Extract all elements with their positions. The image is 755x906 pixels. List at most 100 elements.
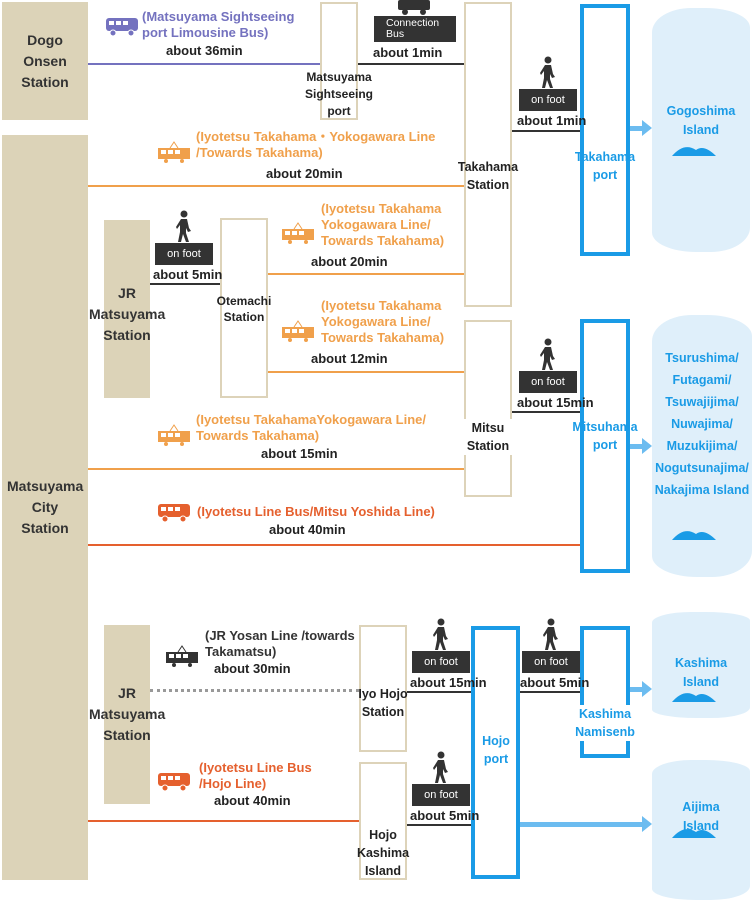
island-label: Kashima Island (674, 656, 728, 689)
takahama-station-label: Takahama Station (457, 160, 519, 192)
hojo-kashima-island-station (359, 762, 407, 880)
mitsuhama-port (580, 319, 630, 573)
bus-hojo-time: about 40min (214, 793, 291, 808)
takahama-station (464, 2, 512, 307)
island-icon (672, 693, 716, 702)
iyo-hojo-station (359, 625, 407, 752)
matsuyama-sightseeing-port-label: Matsuyama Sightseeing port (304, 70, 373, 118)
island-icon (672, 531, 716, 540)
arrow-right-icon (520, 816, 652, 832)
hojo-kashima-island-label: Hojo Kashima Island (356, 828, 410, 878)
iyotetsu-line-4 (88, 468, 464, 470)
walk-line-iyohojo (407, 691, 472, 693)
walk-line-jr (150, 283, 220, 285)
walking-person-icon (540, 338, 555, 370)
dogo-onsen-station: Dogo Onsen Station (2, 2, 88, 120)
walk-line-hojokashima (407, 824, 472, 826)
connection-bus-label: Connection Bus (386, 17, 440, 40)
on-foot-badge: on foot (519, 89, 577, 111)
iyotetsu-route-2-time: about 20min (311, 254, 388, 269)
tram-icon (282, 222, 314, 244)
hojo-port (471, 626, 520, 879)
walking-person-icon (176, 210, 191, 242)
bus-mitsu-route-name: (Iyotetsu Line Bus/Mitsu Yoshida Line) (197, 504, 435, 519)
walk-time-jr_otemachi: about 5min (153, 267, 223, 282)
arrow-right-icon (630, 120, 652, 136)
takahama-port-label: Takahama port (574, 150, 636, 182)
iyotetsu-route-1-name: (Iyotetsu Takahama・Yokogawara Line /Towa… (196, 129, 436, 160)
limousine-time: about 36min (166, 43, 243, 58)
tram-icon (158, 141, 190, 163)
arrow-right-icon (630, 438, 652, 454)
mitsu-station-label: Mitsu Station (460, 419, 516, 455)
gogoshima-island: Gogoshima Island (652, 8, 750, 252)
connection-bus-badge: Connection Bus (374, 16, 456, 42)
otemachi-station-label: Otemachi Station (216, 294, 272, 324)
tram-icon (282, 320, 314, 342)
walk-line-takahama (512, 130, 582, 132)
bus-mitsu-line (88, 544, 582, 546)
bus-icon (398, 0, 430, 15)
walk-time-mitsu: about 15min (517, 395, 594, 410)
iyotetsu-line-2 (268, 273, 464, 275)
iyotetsu-route-4-time: about 15min (261, 446, 338, 461)
aijima-island: Aijima Island (652, 760, 750, 900)
iyo-hojo-station-label: Iyo Hojo Station (358, 687, 408, 719)
station-label: Dogo Onsen Station (21, 31, 69, 90)
iyotetsu-route-3-time: about 12min (311, 351, 388, 366)
iyotetsu-route-2-name: (Iyotetsu Takahama Yokogawara Line/ Towa… (321, 201, 445, 248)
connection-time: about 1min (373, 45, 443, 60)
on-foot-badge: on foot (522, 651, 580, 673)
on-foot-badge: on foot (155, 243, 213, 265)
walking-person-icon (433, 618, 448, 650)
on-foot-badge: on foot (519, 371, 577, 393)
island-label: Gogoshima Island (666, 104, 736, 137)
on-foot-badge: on foot (412, 651, 470, 673)
island-label: Tsurushima/ Futagami/ Tsuwajijima/ Nuwaj… (654, 351, 750, 497)
jr-matsuyama-station-bottom: JR Matsuyama Station (89, 625, 165, 804)
walking-person-icon (543, 618, 558, 650)
station-label: Matsuyama City Station (7, 478, 84, 536)
jr-yosan-line (150, 689, 359, 692)
island-label: Aijima Island (682, 800, 720, 833)
station-label: JR Matsuyama Station (89, 284, 166, 343)
bus-mitsu-time: about 40min (269, 522, 346, 537)
station-label: JR Matsuyama Station (89, 685, 166, 743)
iyotetsu-line-1 (88, 185, 464, 187)
iyotetsu-line-3 (268, 371, 464, 373)
kashima-namisenb-label: Kashima Namisenb (565, 705, 645, 741)
matsuyama-city-station: Matsuyama City Station (2, 135, 88, 880)
bus-icon (158, 504, 190, 523)
island-icon (672, 147, 716, 156)
walk-line-mitsu (512, 411, 582, 413)
walk-time-kashima: about 5min (520, 675, 590, 690)
bus-hojo-route-name: (Iyotetsu Line Bus /Hojo Line) (199, 760, 312, 791)
jr-yosan-time: about 30min (214, 661, 291, 676)
tram-icon (158, 424, 190, 446)
jr-matsuyama-station-top: JR Matsuyama Station (89, 220, 165, 398)
iyotetsu-route-3-name: (Iyotetsu Takahama Yokogawara Line/ Towa… (321, 298, 445, 345)
walk-time-takahama: about 1min (517, 113, 587, 128)
limousine-line (88, 63, 320, 65)
walk-time-hojokashima: about 5min (410, 808, 480, 823)
walk-time-iyohojo: about 15min (410, 675, 487, 690)
mitsu-station (464, 320, 512, 497)
connection-line (358, 63, 464, 65)
walking-person-icon (540, 56, 555, 88)
bus-icon (158, 773, 190, 792)
limousine-route-name: (Matsuyama Sightseeing port Limousine Bu… (142, 9, 295, 40)
otemachi-station (220, 218, 268, 398)
bus-hojo-line (88, 820, 359, 822)
walk-line-kashima (518, 691, 582, 693)
bus-icon (106, 18, 138, 37)
iyotetsu-route-1-time: about 20min (266, 166, 343, 181)
hojo-port-label: Hojo port (482, 734, 510, 766)
island-icon (672, 829, 716, 838)
takahama-port (580, 4, 630, 256)
matsuyama-sightseeing-port-box (320, 2, 358, 120)
walking-person-icon (433, 751, 448, 783)
nakajima-island: Tsurushima/ Futagami/ Tsuwajijima/ Nuwaj… (652, 315, 752, 577)
jr-yosan-route-name: (JR Yosan Line /towards Takamatsu) (205, 628, 355, 659)
arrow-right-icon (630, 681, 652, 697)
train-icon (166, 645, 198, 667)
